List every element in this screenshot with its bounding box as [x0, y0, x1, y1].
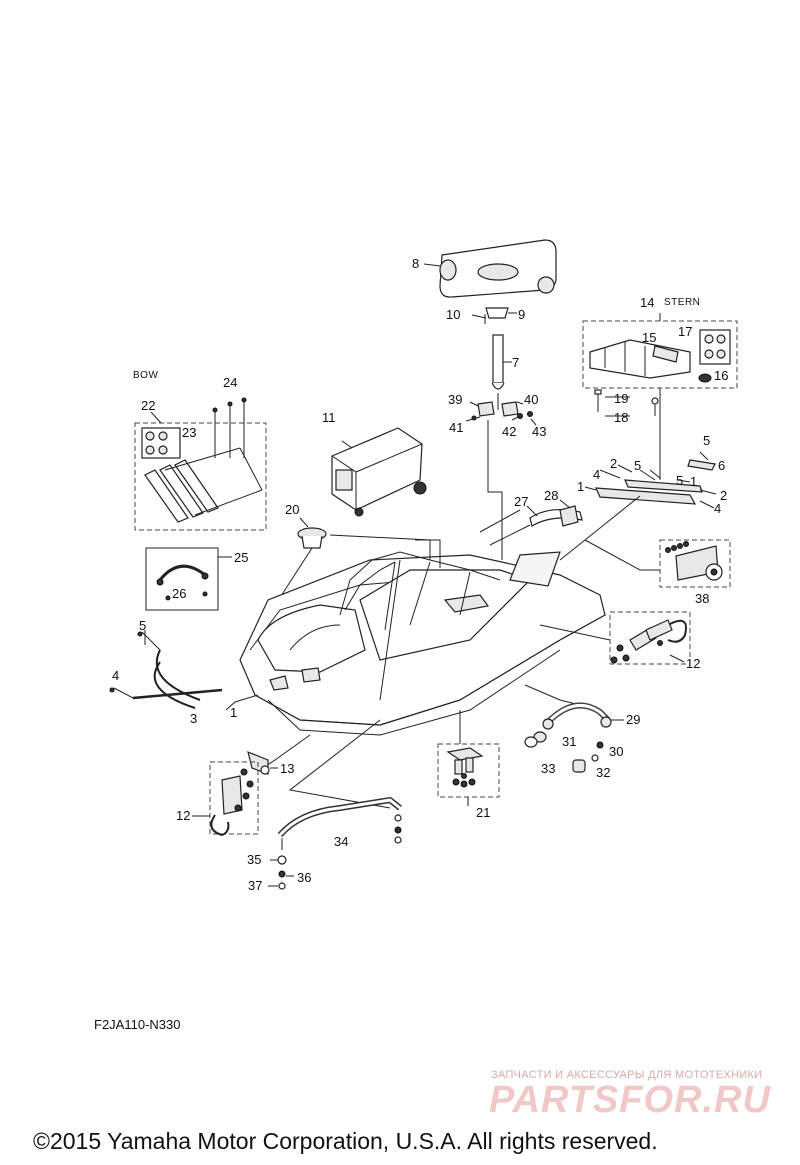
callout-33: 33 — [541, 761, 555, 776]
callout-2a: 2 — [720, 488, 727, 503]
callout-42: 42 — [502, 424, 516, 439]
part-8-cover — [423, 239, 557, 298]
part-10-screw — [471, 314, 487, 324]
callout-11: 11 — [322, 410, 336, 425]
callout-24: 24 — [223, 375, 237, 390]
callout-29: 29 — [626, 712, 640, 727]
part-27-28-handle — [526, 499, 583, 527]
stern-rails — [559, 451, 717, 561]
callout-1a: 1 — [230, 705, 237, 720]
part-38-fitting — [659, 539, 731, 588]
callout-38: 38 — [695, 591, 709, 606]
part-21-box — [437, 743, 500, 806]
part-18-19-bolts — [594, 389, 659, 417]
part-29-33-hose — [524, 702, 624, 773]
callout-4b: 4 — [593, 467, 600, 482]
callout-23: 23 — [182, 425, 196, 440]
callout-26: 26 — [172, 586, 186, 601]
callout-40: 40 — [524, 392, 538, 407]
part-12-right-eye — [609, 611, 691, 665]
callout-14: 14 — [640, 295, 654, 310]
copyright-notice: ©2015 Yamaha Motor Corporation, U.S.A. A… — [33, 1128, 658, 1154]
callout-12b: 12 — [176, 808, 190, 823]
callout-1c: 1 — [690, 474, 697, 489]
callout-39: 39 — [448, 392, 462, 407]
callout-10: 10 — [446, 307, 460, 322]
callout-35: 35 — [247, 852, 261, 867]
callout-41: 41 — [449, 420, 463, 435]
callout-5a: 5 — [139, 618, 146, 633]
label-stern: STERN — [664, 297, 700, 308]
callout-22: 22 — [141, 398, 155, 413]
callout-6-visible: 6 — [718, 458, 725, 473]
callout-28: 28 — [544, 488, 558, 503]
part-11-cooler — [331, 427, 427, 517]
boat-hull — [239, 551, 606, 736]
callout-30: 30 — [609, 744, 623, 759]
callout-13: 13 — [280, 761, 294, 776]
callout-31: 31 — [562, 734, 576, 749]
stern-assembly-box — [582, 313, 738, 480]
callout-16: 16 — [714, 368, 728, 383]
callout-5b: 5 — [634, 458, 641, 473]
callout-20: 20 — [285, 502, 299, 517]
callout-4a: 4 — [112, 668, 119, 683]
callout-2b: 2 — [610, 456, 617, 471]
callout-3: 3 — [190, 711, 197, 726]
callout-37: 37 — [248, 878, 262, 893]
callout-18: 18 — [614, 410, 628, 425]
callout-32: 32 — [596, 765, 610, 780]
label-bow: BOW — [133, 370, 158, 381]
part-20-cupholder — [271, 517, 327, 611]
watermark-tagline: ЗАПЧАСТИ И АКСЕССУАРЫ ДЛЯ МОТОТЕХНИКИ — [491, 1069, 763, 1081]
callout-34: 34 — [334, 834, 348, 849]
callout-8: 8 — [412, 256, 419, 271]
part-34-rail — [268, 796, 402, 890]
callout-25: 25 — [234, 550, 248, 565]
callout-9: 9 — [518, 307, 525, 322]
part-25-26-box — [145, 547, 232, 611]
callout-15: 15 — [642, 330, 656, 345]
callout-36: 36 — [297, 870, 311, 885]
callout-1b: 1 — [577, 479, 584, 494]
callout-17: 17 — [678, 324, 692, 339]
callout-21: 21 — [476, 805, 490, 820]
diagram-code: F2JA110-N330 — [94, 1017, 181, 1032]
part-3-5-side-rails — [109, 630, 223, 709]
callout-12a: 12 — [686, 656, 700, 671]
callout-4c: 4 — [714, 501, 721, 516]
callout-7: 7 — [512, 355, 519, 370]
part-7-pole — [487, 334, 512, 560]
bow-assembly-box — [134, 397, 267, 531]
callout-27: 27 — [514, 494, 528, 509]
part-39-43-brackets — [465, 401, 537, 426]
callout-43: 43 — [532, 424, 546, 439]
callout-5c: 5 — [676, 473, 683, 488]
callout-5d: 5 — [703, 433, 710, 448]
callout-numbers: 1 2 3 4 5 8 9 10 7 11 12 13 14 15 16 17 … — [112, 256, 728, 893]
callout-19: 19 — [614, 391, 628, 406]
part-9-base — [485, 307, 517, 319]
part-12-13-left-eye — [192, 751, 278, 837]
watermark-logo: PARTSFOR.RU — [489, 1079, 771, 1121]
